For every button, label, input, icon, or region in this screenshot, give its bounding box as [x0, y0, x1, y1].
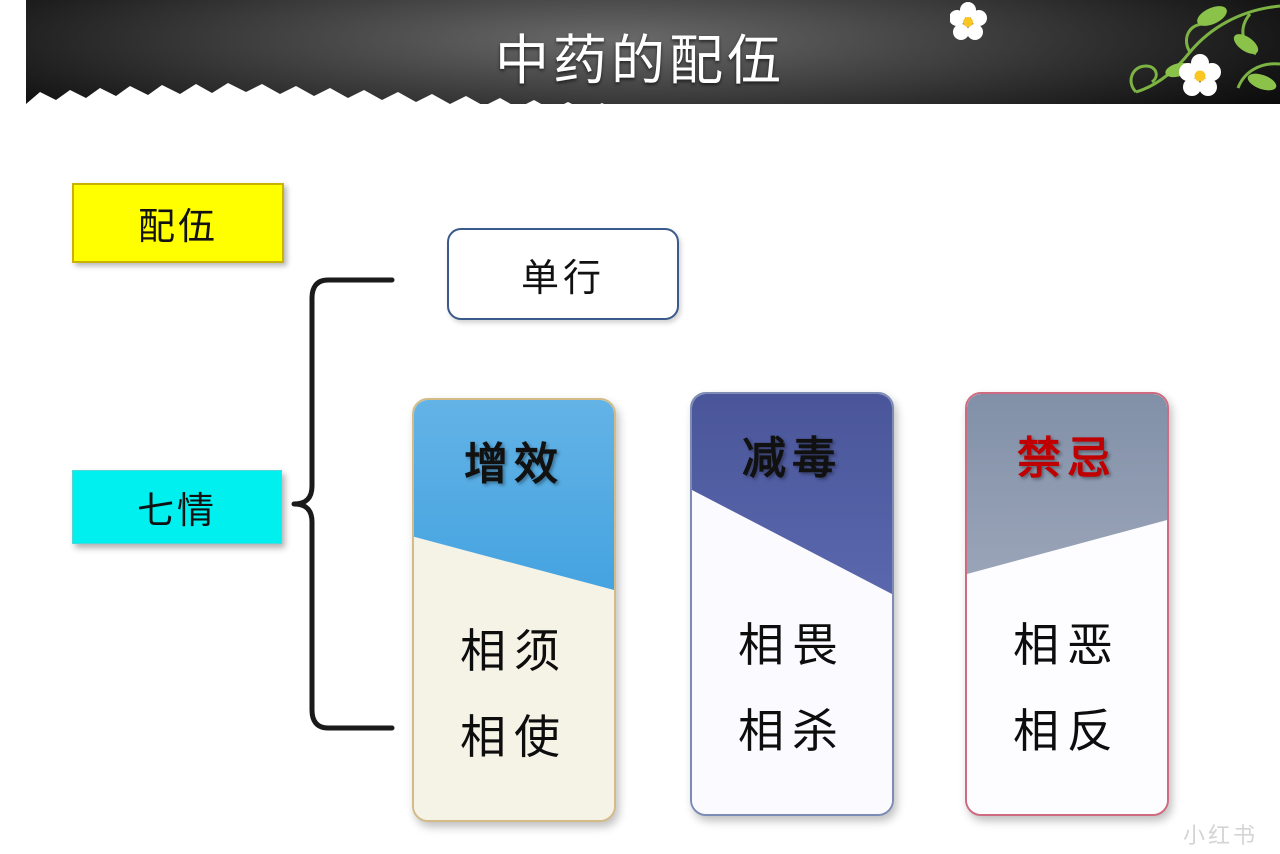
header-banner: 中药的配伍 — [0, 0, 1280, 118]
node-danxing-text: 单行 — [520, 255, 605, 300]
floral-vine-icon — [950, 2, 1280, 96]
header-background — [0, 0, 1280, 104]
card-jinji-heading: 禁忌 — [1017, 433, 1117, 484]
card-jiandu-heading: 减毒 — [742, 433, 842, 484]
card-zengxiao-line-1: 相须 — [460, 624, 568, 678]
card-jiandu-line-1: 相畏 — [738, 618, 846, 672]
card-jinji-lines: 相恶 相反 — [967, 602, 1167, 774]
card-jiandu: 减毒 相畏 相杀 — [690, 392, 894, 816]
card-jiandu-line-2: 相杀 — [738, 704, 846, 758]
card-jinji: 禁忌 相恶 相反 — [965, 392, 1169, 816]
flower-icon — [950, 2, 1221, 96]
label-peiwu: 配伍 — [72, 183, 284, 263]
card-zengxiao-lines: 相须 相使 — [414, 608, 614, 780]
label-qiqing-text: 七情 — [137, 489, 217, 532]
page-title: 中药的配伍 — [495, 29, 785, 92]
card-zengxiao: 增效 相须 相使 — [412, 398, 616, 822]
watermark: 小红书 — [1182, 824, 1258, 849]
node-danxing: 单行 — [447, 228, 679, 320]
card-zengxiao-line-2: 相使 — [460, 710, 568, 764]
header-left-notch — [0, 0, 26, 104]
card-jinji-line-1: 相恶 — [1013, 618, 1121, 672]
card-zengxiao-heading: 增效 — [464, 439, 564, 490]
label-qiqing: 七情 — [72, 470, 282, 544]
card-jinji-line-2: 相反 — [1013, 704, 1121, 758]
brace-connector — [291, 277, 395, 731]
card-jiandu-lines: 相畏 相杀 — [692, 602, 892, 774]
torn-paper-edge — [0, 83, 1112, 118]
label-peiwu-text: 配伍 — [138, 205, 218, 248]
